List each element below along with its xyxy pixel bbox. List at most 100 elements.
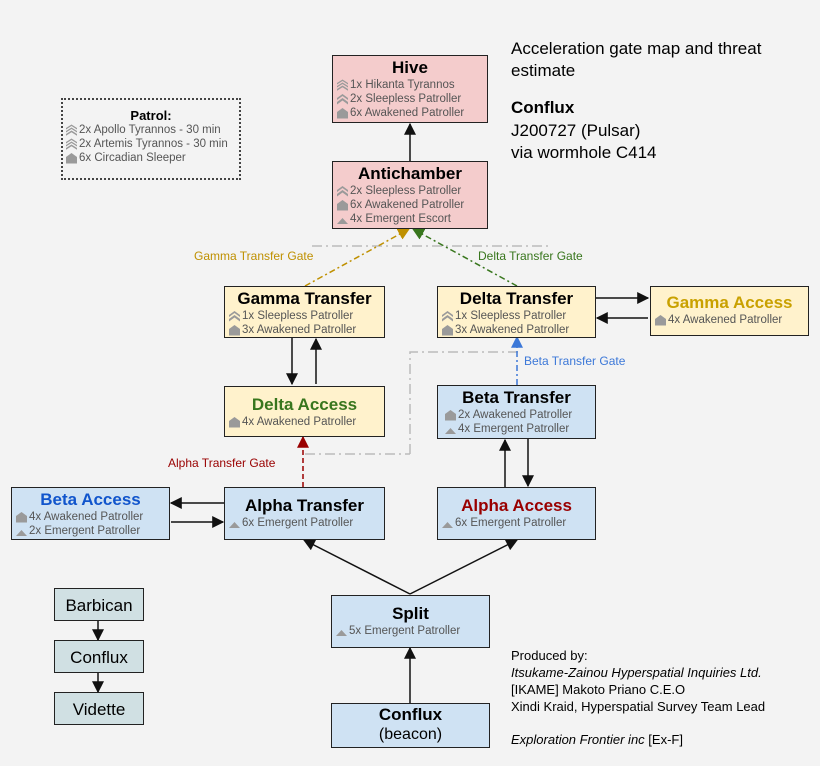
credits-partner-tag: [Ex-F] xyxy=(644,732,683,747)
node-title: Gamma Transfer xyxy=(237,289,372,308)
threat-text: 2x Apollo Tyrannos - 30 min xyxy=(79,124,221,136)
rank-shield-icon xyxy=(336,199,349,211)
node-title: Hive xyxy=(392,58,428,77)
threat-text: 1x Hikanta Tyrannos xyxy=(350,79,455,91)
threat-text: 4x Awakened Patroller xyxy=(668,314,783,326)
credits-ceo: [IKAME] Makoto Priano C.E.O xyxy=(511,682,686,697)
map-title-line-1: Acceleration gate map and threat xyxy=(511,39,762,58)
chevron-double-icon xyxy=(441,310,454,322)
threat-line: 2x Apollo Tyrannos - 30 min xyxy=(65,123,239,137)
threat-text: 5x Emergent Patroller xyxy=(349,625,461,637)
credits-produced-by: Produced by: xyxy=(511,648,588,663)
threat-line: 6x Circadian Sleeper xyxy=(65,151,239,165)
threat-line: 4x Emergent Patroller xyxy=(444,422,595,436)
rank-shield-icon xyxy=(228,416,241,428)
legend-conflux: Conflux xyxy=(54,640,144,673)
threat-line: 4x Emergent Escort xyxy=(336,212,487,226)
threat-line: 2x Artemis Tyrannos - 30 min xyxy=(65,137,239,151)
node-title: Split xyxy=(392,604,429,623)
threat-line: 6x Awakened Patroller xyxy=(336,198,487,212)
chevron-double-icon xyxy=(336,185,349,197)
node-title: Delta Access xyxy=(251,395,358,414)
rank-shield-icon xyxy=(65,152,78,164)
chevron-triple-icon xyxy=(336,79,349,91)
node-beta-access: Beta Access 4x Awakened Patroller 2x Emer… xyxy=(11,487,170,540)
threat-line: 2x Emergent Patroller xyxy=(15,524,169,538)
threat-line: 6x Emergent Patroller xyxy=(441,516,595,530)
node-split: Split 5x Emergent Patroller xyxy=(331,595,490,648)
rank-shield-icon xyxy=(444,409,457,421)
threat-line: 4x Awakened Patroller xyxy=(15,510,169,524)
threat-line: 3x Awakened Patroller xyxy=(228,323,384,337)
gate-route-line xyxy=(409,351,518,454)
node-antichamber: Antichamber 2x Sleepless Patroller 6x Awa… xyxy=(332,161,488,229)
threat-text: 6x Emergent Patroller xyxy=(455,517,567,529)
threat-text: 1x Sleepless Patroller xyxy=(455,310,567,322)
rank-triangle-icon xyxy=(228,517,241,529)
legend-vidette: Vidette xyxy=(54,692,144,725)
threat-line: 4x Awakened Patroller xyxy=(654,313,808,327)
node-title: Beta Access xyxy=(40,490,141,509)
node-title: Antichamber xyxy=(358,164,462,183)
rank-triangle-icon xyxy=(15,525,28,537)
threat-line: 2x Awakened Patroller xyxy=(444,408,595,422)
rank-shield-icon xyxy=(228,324,241,336)
threat-text: 4x Awakened Patroller xyxy=(242,416,357,428)
chevron-double-icon xyxy=(336,93,349,105)
threat-text: 6x Circadian Sleeper xyxy=(79,152,186,164)
gamma-gate-line xyxy=(304,228,411,287)
threat-text: 2x Sleepless Patroller xyxy=(350,185,462,197)
threat-line: 3x Awakened Patroller xyxy=(441,323,595,337)
legend-barbican: Barbican xyxy=(54,588,144,621)
rank-shield-icon xyxy=(441,324,454,336)
rank-triangle-icon xyxy=(444,423,457,435)
rank-triangle-icon xyxy=(336,213,349,225)
delta-gate-label: Delta Transfer Gate xyxy=(478,249,583,263)
credits-lead: Xindi Kraid, Hyperspatial Survey Team Le… xyxy=(511,699,766,714)
route-text: via wormhole C414 xyxy=(511,143,657,162)
threat-line: 6x Awakened Patroller xyxy=(336,106,487,120)
beta-gate-label: Beta Transfer Gate xyxy=(524,354,626,368)
threat-line: 2x Sleepless Patroller xyxy=(336,92,487,106)
threat-text: 2x Awakened Patroller xyxy=(458,409,573,421)
threat-text: 3x Awakened Patroller xyxy=(455,324,570,336)
credits-partner: Exploration Frontier inc xyxy=(511,732,645,747)
node-title: Alpha Access xyxy=(461,496,572,515)
threat-text: 2x Emergent Patroller xyxy=(29,525,141,537)
system-label: Conflux xyxy=(511,98,575,117)
node-delta-transfer: Delta Transfer 1x Sleepless Patroller 3x … xyxy=(437,286,596,338)
map-title-line-2: estimate xyxy=(511,61,576,80)
node-title: Delta Transfer xyxy=(459,289,574,308)
threat-text: 6x Awakened Patroller xyxy=(350,107,465,119)
node-alpha-access: Alpha Access 6x Emergent Patroller xyxy=(437,487,596,540)
rank-triangle-icon xyxy=(441,517,454,529)
node-title: Gamma Access xyxy=(666,293,793,312)
threat-text: 4x Awakened Patroller xyxy=(29,511,144,523)
gamma-gate-label: Gamma Transfer Gate xyxy=(194,249,314,263)
chevron-double-icon xyxy=(228,310,241,322)
threat-text: 1x Sleepless Patroller xyxy=(242,310,354,322)
credits-company: Itsukame-Zainou Hyperspatial Inquiries L… xyxy=(511,665,762,680)
threat-line: 2x Sleepless Patroller xyxy=(336,184,487,198)
node-title: Beta Transfer xyxy=(462,388,571,407)
rank-shield-icon xyxy=(654,314,667,326)
rank-shield-icon xyxy=(15,511,28,523)
threat-line: 5x Emergent Patroller xyxy=(335,624,489,638)
threat-text: 6x Emergent Patroller xyxy=(242,517,354,529)
threat-line: 4x Awakened Patroller xyxy=(228,415,384,429)
system-id: J200727 (Pulsar) xyxy=(511,121,641,140)
threat-line: 1x Sleepless Patroller xyxy=(228,309,384,323)
node-subtitle: (beacon) xyxy=(378,726,443,743)
threat-text: 4x Emergent Escort xyxy=(350,213,451,225)
threat-text: 6x Awakened Patroller xyxy=(350,199,465,211)
node-conflux-beacon: Conflux (beacon) xyxy=(331,703,490,748)
node-gamma-access: Gamma Access 4x Awakened Patroller xyxy=(650,286,809,336)
rank-triangle-icon xyxy=(335,625,348,637)
threat-line: 1x Hikanta Tyrannos xyxy=(336,78,487,92)
chevron-triple-icon xyxy=(65,138,78,150)
node-title: Conflux xyxy=(378,705,443,724)
